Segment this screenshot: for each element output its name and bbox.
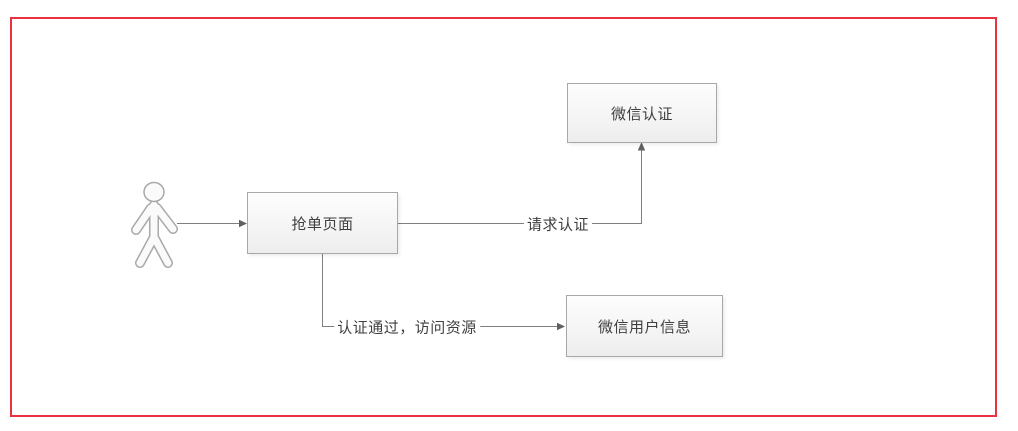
node-wechat-user-info: 微信用户信息 (566, 295, 723, 357)
node-wechat-user-info-label: 微信用户信息 (597, 318, 691, 336)
edge-actor-to-grab-order (177, 219, 247, 228)
arrowhead-right-icon (557, 322, 565, 331)
node-grab-order-page: 抢单页面 (247, 192, 398, 254)
node-wechat-auth-label: 微信认证 (610, 105, 673, 123)
edge-request-auth (398, 142, 646, 224)
edge-label-auth-passed: 认证通过，访问资源 (334, 315, 480, 339)
user-actor-icon (131, 181, 178, 268)
arrowhead-up-icon (637, 142, 646, 151)
node-wechat-auth: 微信认证 (567, 83, 717, 143)
arrowhead-right-icon (239, 219, 247, 228)
edge-label-request-auth: 请求认证 (523, 212, 593, 236)
node-grab-order-page-label: 抢单页面 (291, 215, 354, 233)
red-border-frame (10, 17, 997, 417)
